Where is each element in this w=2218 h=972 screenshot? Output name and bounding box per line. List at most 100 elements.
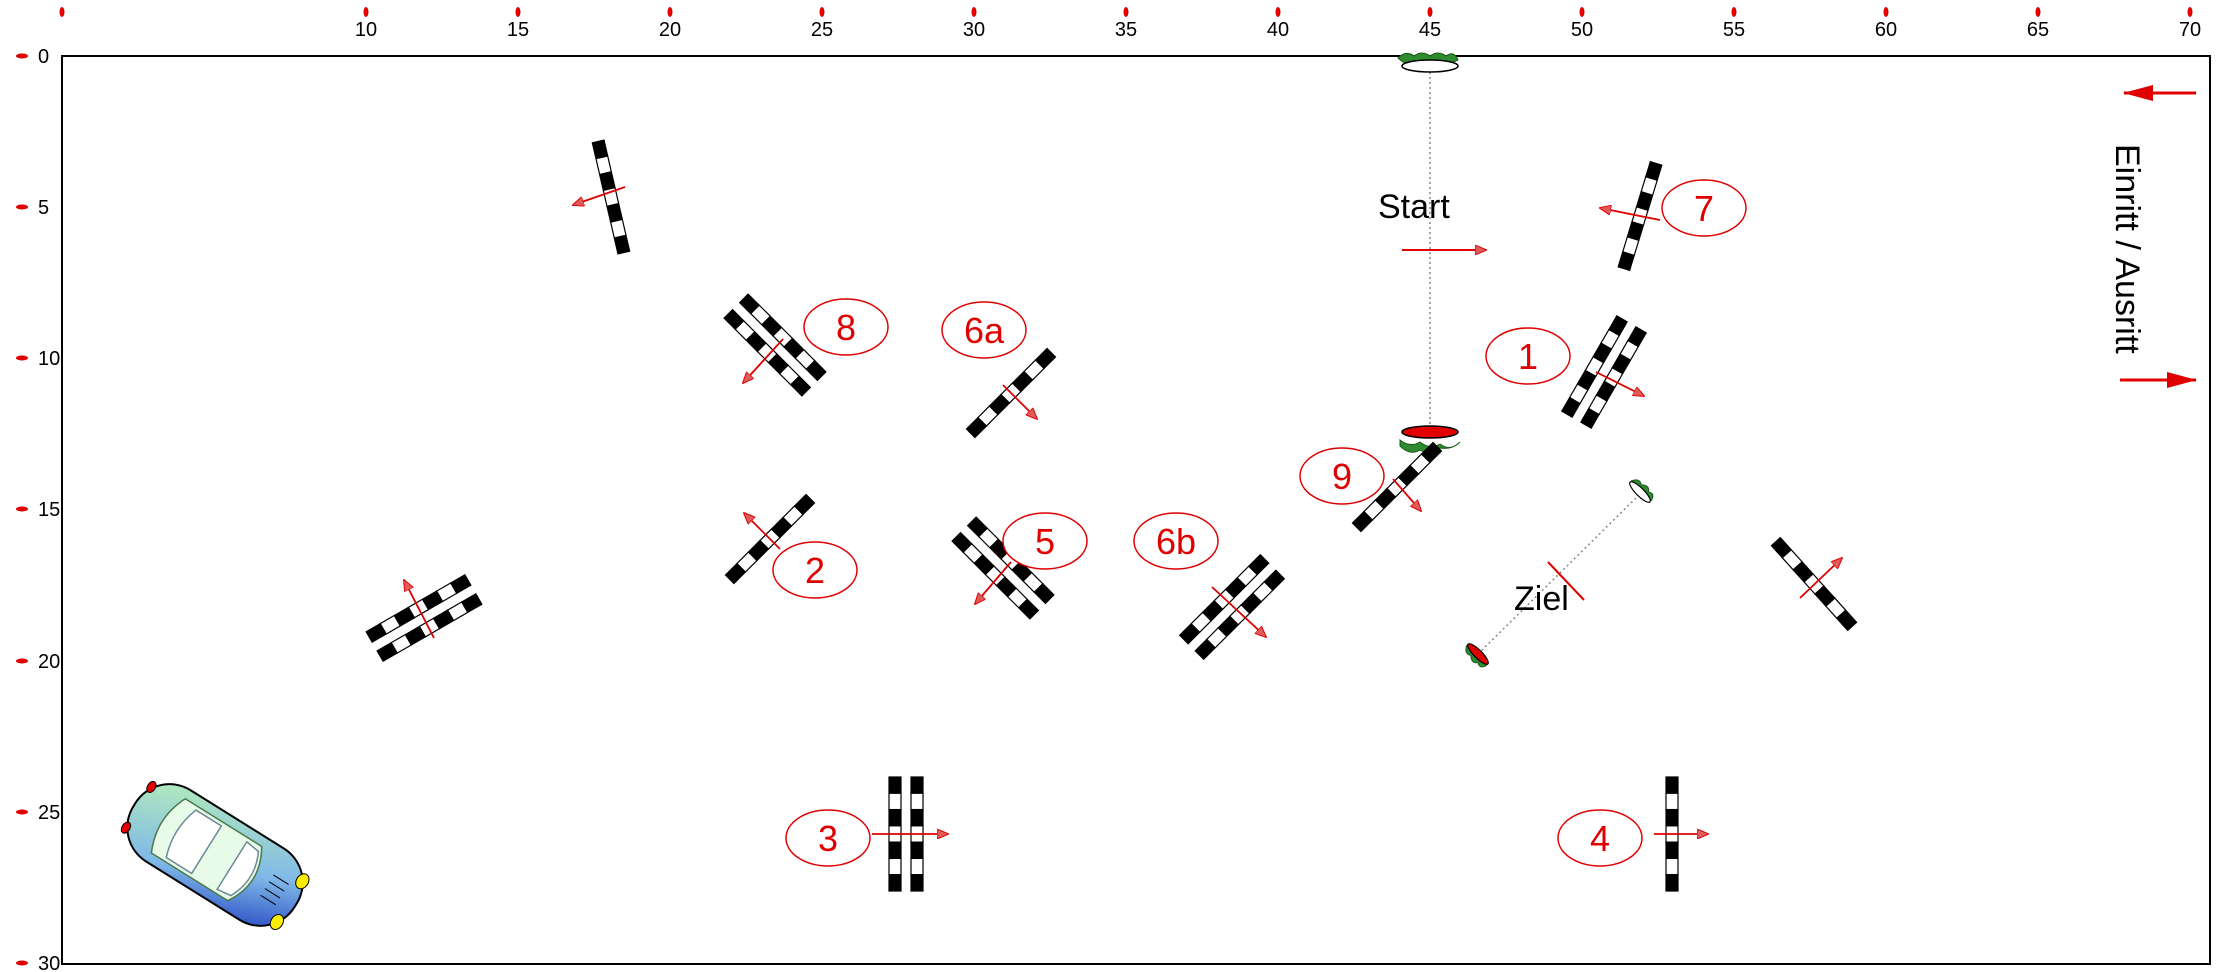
x-tick-mark bbox=[515, 7, 521, 17]
obstacle-unnumbered-c bbox=[1770, 536, 1858, 632]
svg-text:6b: 6b bbox=[1156, 521, 1196, 562]
obstacle-3 bbox=[872, 776, 948, 892]
finish-label: Ziel bbox=[1514, 580, 1569, 618]
obstacle-unnumbered-a bbox=[573, 139, 631, 255]
obstacle-number-3: 3 bbox=[785, 809, 871, 867]
y-tick-mark bbox=[16, 53, 28, 59]
obstacle-number-7: 7 bbox=[1661, 179, 1747, 237]
x-tick-label: 25 bbox=[811, 19, 833, 41]
direction-arrow bbox=[573, 186, 626, 205]
x-tick-label: 65 bbox=[2027, 19, 2049, 41]
direction-arrow bbox=[1799, 558, 1842, 599]
obstacle-number-2: 2 bbox=[772, 541, 858, 599]
obstacle-6b bbox=[1178, 553, 1286, 661]
y-tick-label: 10 bbox=[38, 348, 60, 370]
y-tick-label: 15 bbox=[38, 499, 60, 521]
obstacle-2 bbox=[724, 493, 816, 585]
start-flag-top bbox=[1397, 52, 1459, 73]
obstacle-numbers-layer: 1 2 3 4 5 6a 6b 7 8 9 bbox=[772, 179, 1747, 867]
x-axis: 10 15 20 25 30 35 40 45 50 55 60 65 70 bbox=[59, 7, 2201, 41]
y-tick-mark bbox=[16, 809, 28, 815]
finish-marker bbox=[1547, 561, 1585, 601]
obstacle-unnumbered-b bbox=[365, 573, 483, 663]
y-tick-label: 20 bbox=[38, 651, 60, 673]
finish-flag-bottom bbox=[1465, 643, 1489, 668]
y-tick-label: 30 bbox=[38, 953, 60, 972]
x-tick-label: 45 bbox=[1419, 19, 1441, 41]
x-tick-mark bbox=[1883, 7, 1889, 17]
obstacle-5 bbox=[951, 516, 1055, 620]
x-tick-mark bbox=[667, 7, 673, 17]
svg-text:9: 9 bbox=[1332, 456, 1352, 497]
x-tick-mark bbox=[971, 7, 977, 17]
arena-border bbox=[61, 55, 2211, 965]
obstacle-number-5: 5 bbox=[1002, 512, 1088, 570]
y-tick-mark bbox=[16, 506, 28, 512]
obstacle-9 bbox=[1351, 441, 1443, 533]
obstacle-7 bbox=[1600, 160, 1663, 272]
obstacle-number-8: 8 bbox=[803, 298, 889, 356]
y-tick-label: 5 bbox=[38, 197, 49, 219]
finish-flag-top bbox=[1629, 479, 1654, 503]
y-tick-mark bbox=[16, 960, 28, 966]
car-illustration bbox=[120, 780, 310, 930]
direction-arrow bbox=[1211, 586, 1266, 637]
obstacle-4 bbox=[1654, 776, 1708, 892]
start-label: Start bbox=[1378, 188, 1450, 226]
y-tick-label: 25 bbox=[38, 802, 60, 824]
y-tick-label: 0 bbox=[38, 46, 49, 68]
x-tick-mark bbox=[1731, 7, 1737, 17]
direction-arrow bbox=[1595, 371, 1644, 396]
entrance-label: Einritt / Ausritt bbox=[2108, 144, 2146, 354]
obstacle-number-1: 1 bbox=[1485, 327, 1571, 385]
direction-arrow bbox=[743, 338, 784, 383]
start-flag-bottom bbox=[1399, 425, 1461, 454]
x-tick-label: 30 bbox=[963, 19, 985, 41]
obstacle-8 bbox=[723, 293, 827, 397]
x-tick-mark bbox=[1579, 7, 1585, 17]
obstacle-number-4: 4 bbox=[1557, 809, 1643, 867]
x-tick-label: 35 bbox=[1115, 19, 1137, 41]
x-tick-mark bbox=[1123, 7, 1129, 17]
svg-text:8: 8 bbox=[836, 307, 856, 348]
x-tick-mark bbox=[1427, 7, 1433, 17]
x-tick-mark bbox=[59, 7, 65, 17]
finish-line bbox=[1477, 491, 1643, 655]
svg-text:7: 7 bbox=[1694, 188, 1714, 229]
x-tick-mark bbox=[1275, 7, 1281, 17]
y-tick-mark bbox=[16, 204, 28, 210]
x-tick-label: 40 bbox=[1267, 19, 1289, 41]
x-tick-label: 20 bbox=[659, 19, 681, 41]
svg-text:6a: 6a bbox=[964, 310, 1005, 351]
obstacle-1 bbox=[1560, 315, 1648, 429]
y-tick-mark bbox=[16, 355, 28, 361]
obstacles-layer bbox=[365, 139, 1858, 892]
obstacle-number-6a: 6a bbox=[941, 301, 1027, 359]
direction-arrow bbox=[1600, 208, 1661, 221]
svg-text:5: 5 bbox=[1035, 521, 1055, 562]
x-tick-label: 60 bbox=[1875, 19, 1897, 41]
svg-text:4: 4 bbox=[1590, 818, 1610, 859]
svg-text:2: 2 bbox=[805, 550, 825, 591]
x-tick-mark bbox=[819, 7, 825, 17]
direction-arrow bbox=[975, 561, 1012, 604]
direction-arrow bbox=[1002, 384, 1037, 419]
svg-text:3: 3 bbox=[818, 818, 838, 859]
x-tick-label: 55 bbox=[1723, 19, 1745, 41]
direction-arrow bbox=[1392, 478, 1421, 511]
x-tick-mark bbox=[2187, 7, 2193, 17]
obstacle-number-6b: 6b bbox=[1133, 512, 1219, 570]
x-tick-mark bbox=[363, 7, 369, 17]
x-tick-label: 70 bbox=[2179, 19, 2201, 41]
x-tick-label: 15 bbox=[507, 19, 529, 41]
y-axis: 0 5 10 15 20 25 30 bbox=[16, 46, 60, 972]
obstacle-6a bbox=[965, 347, 1057, 439]
direction-arrow bbox=[404, 580, 435, 639]
direction-arrow bbox=[744, 513, 781, 550]
x-tick-label: 10 bbox=[355, 19, 377, 41]
obstacle-number-9: 9 bbox=[1299, 447, 1385, 505]
x-tick-label: 50 bbox=[1571, 19, 1593, 41]
y-tick-mark bbox=[16, 658, 28, 664]
x-tick-mark bbox=[2035, 7, 2041, 17]
